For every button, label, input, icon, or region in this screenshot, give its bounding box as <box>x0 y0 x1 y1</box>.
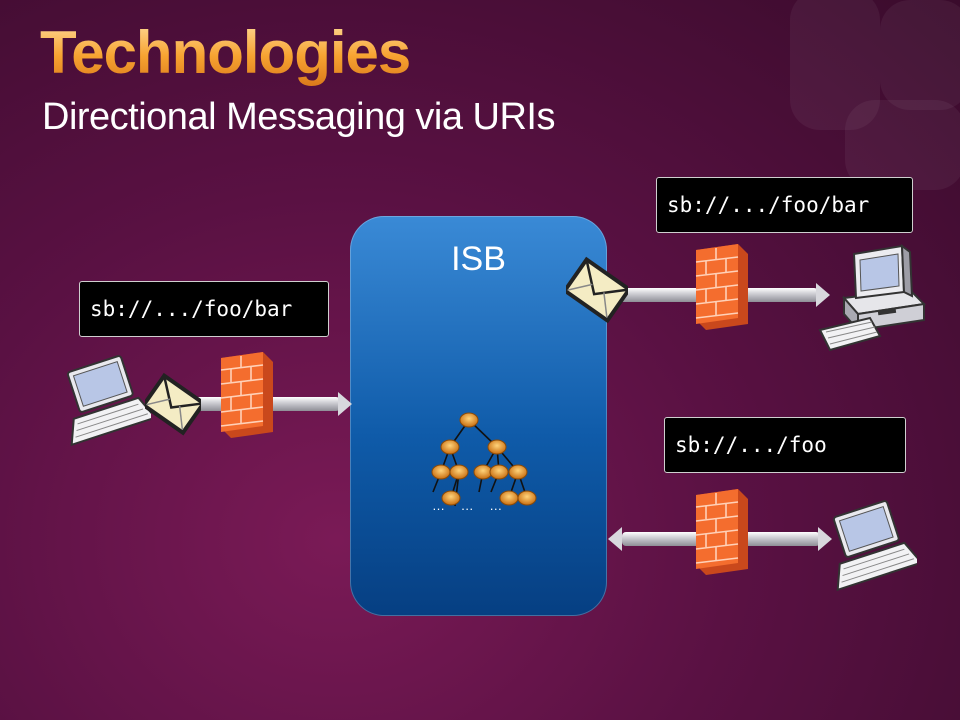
isb-label: ISB <box>451 240 506 278</box>
arrow-head <box>818 527 832 551</box>
background-shape <box>845 100 960 190</box>
envelope-icon <box>145 372 201 436</box>
tree-ellipsis: … … … <box>432 498 509 513</box>
slide-subtitle: Directional Messaging via URIs <box>42 96 555 138</box>
uri-box-top-right: sb://.../foo/bar <box>656 177 913 233</box>
background-shape <box>790 0 880 130</box>
laptop-icon <box>66 355 151 447</box>
tree-diagram-icon <box>431 412 537 507</box>
firewall-icon <box>220 352 273 438</box>
laptop-icon <box>832 500 917 592</box>
desktop-computer-icon <box>818 244 927 352</box>
arrow-head <box>338 392 352 416</box>
uri-box-bottom-right: sb://.../foo <box>664 417 906 473</box>
uri-box-left: sb://.../foo/bar <box>79 281 329 337</box>
envelope-icon <box>566 256 628 324</box>
slide-title: Technologies <box>40 19 411 86</box>
isb-service-bus: ISB … … … <box>350 216 607 616</box>
firewall-icon <box>695 244 748 330</box>
firewall-icon <box>695 489 748 575</box>
arrow-head <box>608 527 622 551</box>
arrow-head <box>816 283 830 307</box>
background-shape <box>880 0 960 110</box>
